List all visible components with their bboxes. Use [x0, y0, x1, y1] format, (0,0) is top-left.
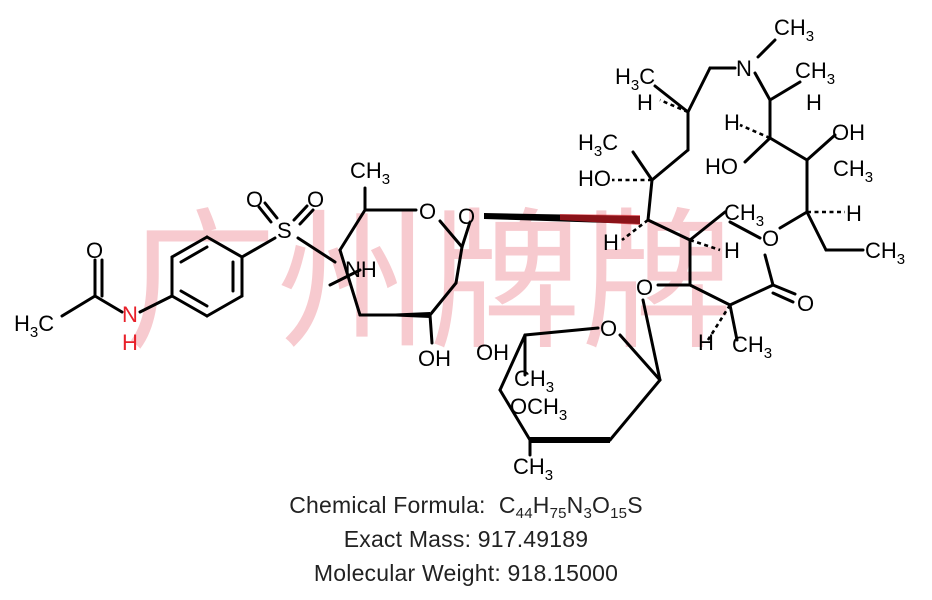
label-o-ring3: O: [762, 226, 779, 251]
label-o-ring1: O: [419, 199, 436, 224]
label-ho-1: HO: [578, 166, 611, 191]
formula-label: Chemical Formula:: [289, 492, 486, 518]
bonds-macrolide: [612, 38, 865, 342]
label-ch3-ethyl: CH3: [865, 238, 905, 268]
formula-value: C44H75N3O15S: [498, 492, 643, 522]
label-n-amide: N: [122, 302, 138, 327]
atom-labels: H3C O N H S O O NH CH3 O O OH OH CH3 OCH…: [14, 15, 905, 484]
label-h-3: H: [806, 90, 822, 115]
label-o-ring2: O: [600, 316, 617, 341]
formula-subscript: 44: [515, 505, 533, 522]
label-o-sulfonyl-1: O: [246, 187, 263, 212]
label-ch3-sugar2b: CH3: [513, 454, 553, 484]
label-ch3-n: CH3: [774, 15, 814, 45]
label-h-2: H: [637, 90, 653, 115]
chemical-formula: Chemical Formula: C44H75N3O15S: [0, 492, 932, 522]
label-o-sulfonyl-2: O: [307, 187, 324, 212]
label-h-6: H: [724, 238, 740, 263]
label-nh-sugar: NH: [345, 257, 377, 282]
label-h-amide: H: [122, 330, 138, 355]
wedge-sugar2: [530, 437, 610, 443]
label-och3: OCH3: [510, 394, 567, 424]
label-ch3-sugar2: CH3: [514, 366, 554, 396]
bonds-sulfonyl: [257, 201, 337, 264]
wedge-sugar1: [360, 312, 430, 318]
label-ch3-6: CH3: [732, 332, 772, 362]
formula-element: H: [532, 492, 550, 518]
exact-mass: Exact Mass: 917.49189: [343, 526, 589, 552]
label-ch3-5: CH3: [724, 200, 764, 230]
formula-element: N: [566, 492, 584, 518]
label-h-5: H: [846, 201, 862, 226]
label-h-1: H: [603, 230, 619, 255]
label-o-glyco1: O: [458, 204, 475, 229]
label-o-carbonyl: O: [797, 291, 814, 316]
label-h-7: H: [698, 330, 714, 355]
label-h3c-acetyl: H3C: [14, 311, 54, 341]
label-ch3-sugar1: CH3: [350, 158, 390, 188]
label-ch3-4: CH3: [833, 156, 873, 186]
formula-element: C: [498, 492, 516, 518]
label-o-acetyl: O: [86, 238, 103, 263]
label-h3c-1: H3C: [578, 130, 618, 160]
formula-element: O: [592, 492, 611, 518]
wedge-glyco-red: [560, 214, 640, 225]
bonds-acetamidophenyl: [60, 235, 277, 318]
label-h-4: H: [724, 110, 740, 135]
formula-subscript: 15: [610, 505, 628, 522]
label-ho-2: HO: [705, 154, 738, 179]
label-n-ring: N: [736, 56, 752, 81]
label-oh-3: OH: [832, 120, 865, 145]
formula-element: S: [627, 492, 643, 518]
formula-subscript: 75: [549, 505, 567, 522]
molecular-weight: Molecular Weight: 918.15000: [313, 560, 619, 586]
label-o-glyco2: O: [636, 275, 653, 300]
label-h3c-2: H3C: [615, 64, 655, 94]
label-oh-sugar2: OH: [476, 340, 509, 365]
label-oh-sugar1: OH: [418, 346, 451, 371]
formula-subscript: 3: [583, 505, 593, 522]
label-sulfur: S: [277, 218, 292, 243]
label-ch3-3: CH3: [795, 58, 835, 88]
